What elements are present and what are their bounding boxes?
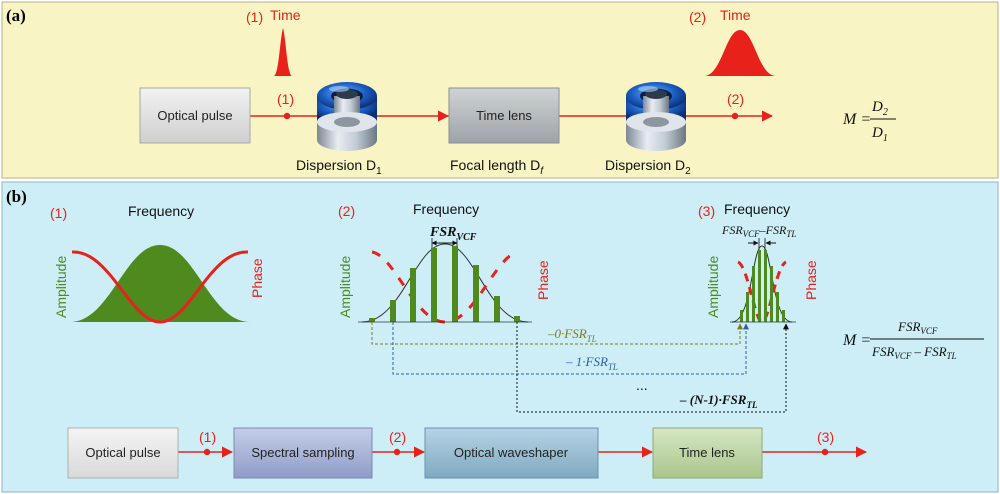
point2-label: (2) (727, 91, 744, 107)
plot3-bar (746, 292, 749, 322)
time-lens-label: Time lens (476, 108, 532, 123)
plot1-phase-label: Phase (249, 258, 265, 298)
plot1-amplitude-shape (70, 245, 250, 322)
plot2-bar (431, 248, 437, 322)
svg-text:M =: M = (842, 111, 871, 128)
plot2-bar (473, 265, 479, 322)
panel-a: (a) (1) Time (2) Time (1) (2) Optical pu… (1, 1, 999, 179)
optical-pulse-box (139, 87, 251, 144)
plot3-frequency: Frequency (724, 201, 790, 217)
plot3-bar (782, 310, 785, 322)
plot2-marker: (2) (338, 203, 355, 219)
plot1-amplitude-label: Amplitude (53, 256, 69, 318)
plot1-phase-curve (71, 250, 249, 324)
plot3-bar (740, 310, 743, 322)
plot3-bar (758, 250, 761, 322)
svg-text:M =: M = (842, 332, 871, 349)
shift-ellipsis: ... (636, 377, 648, 393)
focal-length-caption: Focal length Df (450, 157, 544, 177)
plot2-bar (514, 316, 520, 322)
chain-point2: (2) (389, 429, 406, 445)
time1-marker: (1) (246, 9, 263, 25)
chain-time-lens-label: Time lens (679, 445, 735, 460)
plot2-fsr-label: FSRVCF (429, 225, 477, 243)
broad-pulse-shape (705, 30, 775, 76)
plot1-frequency: Frequency (128, 203, 194, 219)
plot2-bar (452, 246, 458, 322)
dispersion2-caption: Dispersion D2 (605, 157, 691, 177)
spectral-sampling-box (233, 427, 373, 479)
shift0-connector (371, 322, 743, 345)
plot2-bar (369, 318, 375, 322)
plot3-phase-label: Phase (803, 260, 819, 300)
plot3-sample-bars (740, 250, 785, 322)
shift1-label: – 1·FSRTL (565, 354, 618, 372)
shiftN-connector (516, 322, 789, 413)
shiftN-label: – (N-1)·FSRTL (679, 392, 758, 410)
svg-text:D1: D1 (871, 125, 888, 144)
plot2-phase-label: Phase (535, 260, 551, 300)
frequency-shift-connectors: –0·FSRTL – 1·FSRTL ... – (N-1)·FSRTL (371, 322, 789, 413)
shift1-connector (392, 322, 749, 375)
plot-2: (2) Frequency FSRVCF Amplitude (337, 201, 551, 324)
magnification-formula-b: M = FSRVCF FSRVCF– FSRTL (842, 319, 984, 361)
svg-text:D2: D2 (871, 99, 888, 118)
svg-text:FSRVCF: FSRVCF (897, 319, 938, 336)
plot3-bar (752, 266, 755, 322)
spectral-sampling-label: Spectral sampling (251, 445, 354, 460)
plot2-phase-curve (371, 250, 519, 324)
plot3-fsr-label: FSRVCF–FSRTL (721, 223, 796, 239)
plot1-marker: (1) (50, 205, 67, 221)
plot3-bar (776, 292, 779, 322)
time2-marker: (2) (689, 9, 706, 25)
narrow-pulse-shape (274, 28, 292, 76)
waveshaper-label: Optical waveshaper (454, 445, 569, 460)
time2-label: Time (720, 7, 751, 23)
point1-dot (283, 112, 291, 120)
chain-point1: (1) (199, 429, 216, 445)
svg-text:FSRVCF– FSRTL: FSRVCF– FSRTL (871, 344, 957, 361)
fiber-spool-icon (626, 82, 686, 151)
plot2-amplitude-label: Amplitude (337, 256, 353, 318)
plot2-bar (494, 296, 500, 322)
magnification-formula-a: M = D2 D1 (842, 99, 896, 144)
block-chain: (1) (2) (3) Optical pulse Spectral sampl… (67, 427, 868, 479)
plot2-frequency: Frequency (413, 201, 479, 217)
fiber-spool-icon (317, 82, 377, 151)
plot-3: (3) Frequency FSRVCF–FSRTL Amplitude Pha… (698, 201, 819, 324)
plot3-amplitude-label: Amplitude (705, 256, 721, 318)
panel-b-label: (b) (6, 187, 27, 206)
plot2-bar (390, 300, 396, 322)
plot2-bar (410, 268, 416, 322)
point2-dot (731, 112, 739, 120)
plot3-bar (770, 266, 773, 322)
chain-optical-pulse-label: Optical pulse (85, 445, 160, 460)
plot3-bar (764, 250, 767, 322)
panel-b: (b) (1) Frequency Amplitude Phase (2) Fr… (1, 181, 999, 493)
shift0-label: –0·FSRTL (547, 326, 597, 344)
chain-point3: (3) (817, 429, 834, 445)
plot3-phase-curve (736, 260, 788, 324)
plot-1: (1) Frequency Amplitude Phase (50, 203, 265, 324)
chain-time-lens-box (652, 427, 763, 479)
optical-pulse-label: Optical pulse (157, 108, 232, 123)
point1-label: (1) (277, 91, 294, 107)
panel-a-label: (a) (6, 6, 26, 25)
plot2-sample-bars (369, 246, 520, 322)
dispersion1-caption: Dispersion D1 (296, 157, 382, 177)
plot3-marker: (3) (698, 203, 715, 219)
time1-label: Time (270, 7, 301, 23)
waveshaper-box (424, 427, 599, 479)
chain-optical-pulse-box (67, 427, 179, 479)
time-lens-box (448, 87, 560, 144)
